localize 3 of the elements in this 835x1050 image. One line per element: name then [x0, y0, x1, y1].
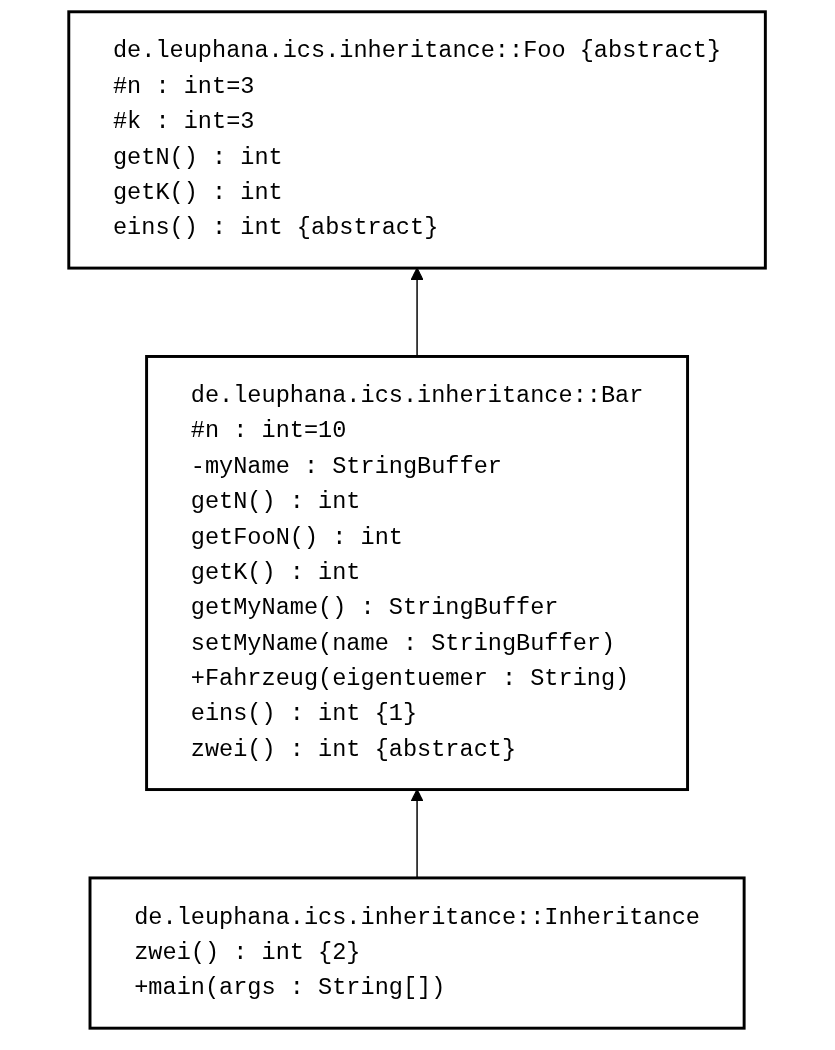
- node-box: de.leuphana.ics.inheritance::Foo {abstract} #n : int=3 #k : int=3 getN() : int getK() : int eins() : int {abstract}: [67, 10, 768, 270]
- node-box: de.leuphana.ics.inheritance::Bar #n : int=10 -myName : StringBuffer getN() : int getFooN() : int getK() : int getMyName() : StringBuffer setMyName(name : StringBuffer) +Fahrzeug(eigentuemer : String) eins() : int {1} zwei() : int {abstract}: [145, 355, 690, 792]
- node-box: de.leuphana.ics.inheritance::Inheritance zwei() : int {2} +main(args : String[]): [88, 876, 747, 1030]
